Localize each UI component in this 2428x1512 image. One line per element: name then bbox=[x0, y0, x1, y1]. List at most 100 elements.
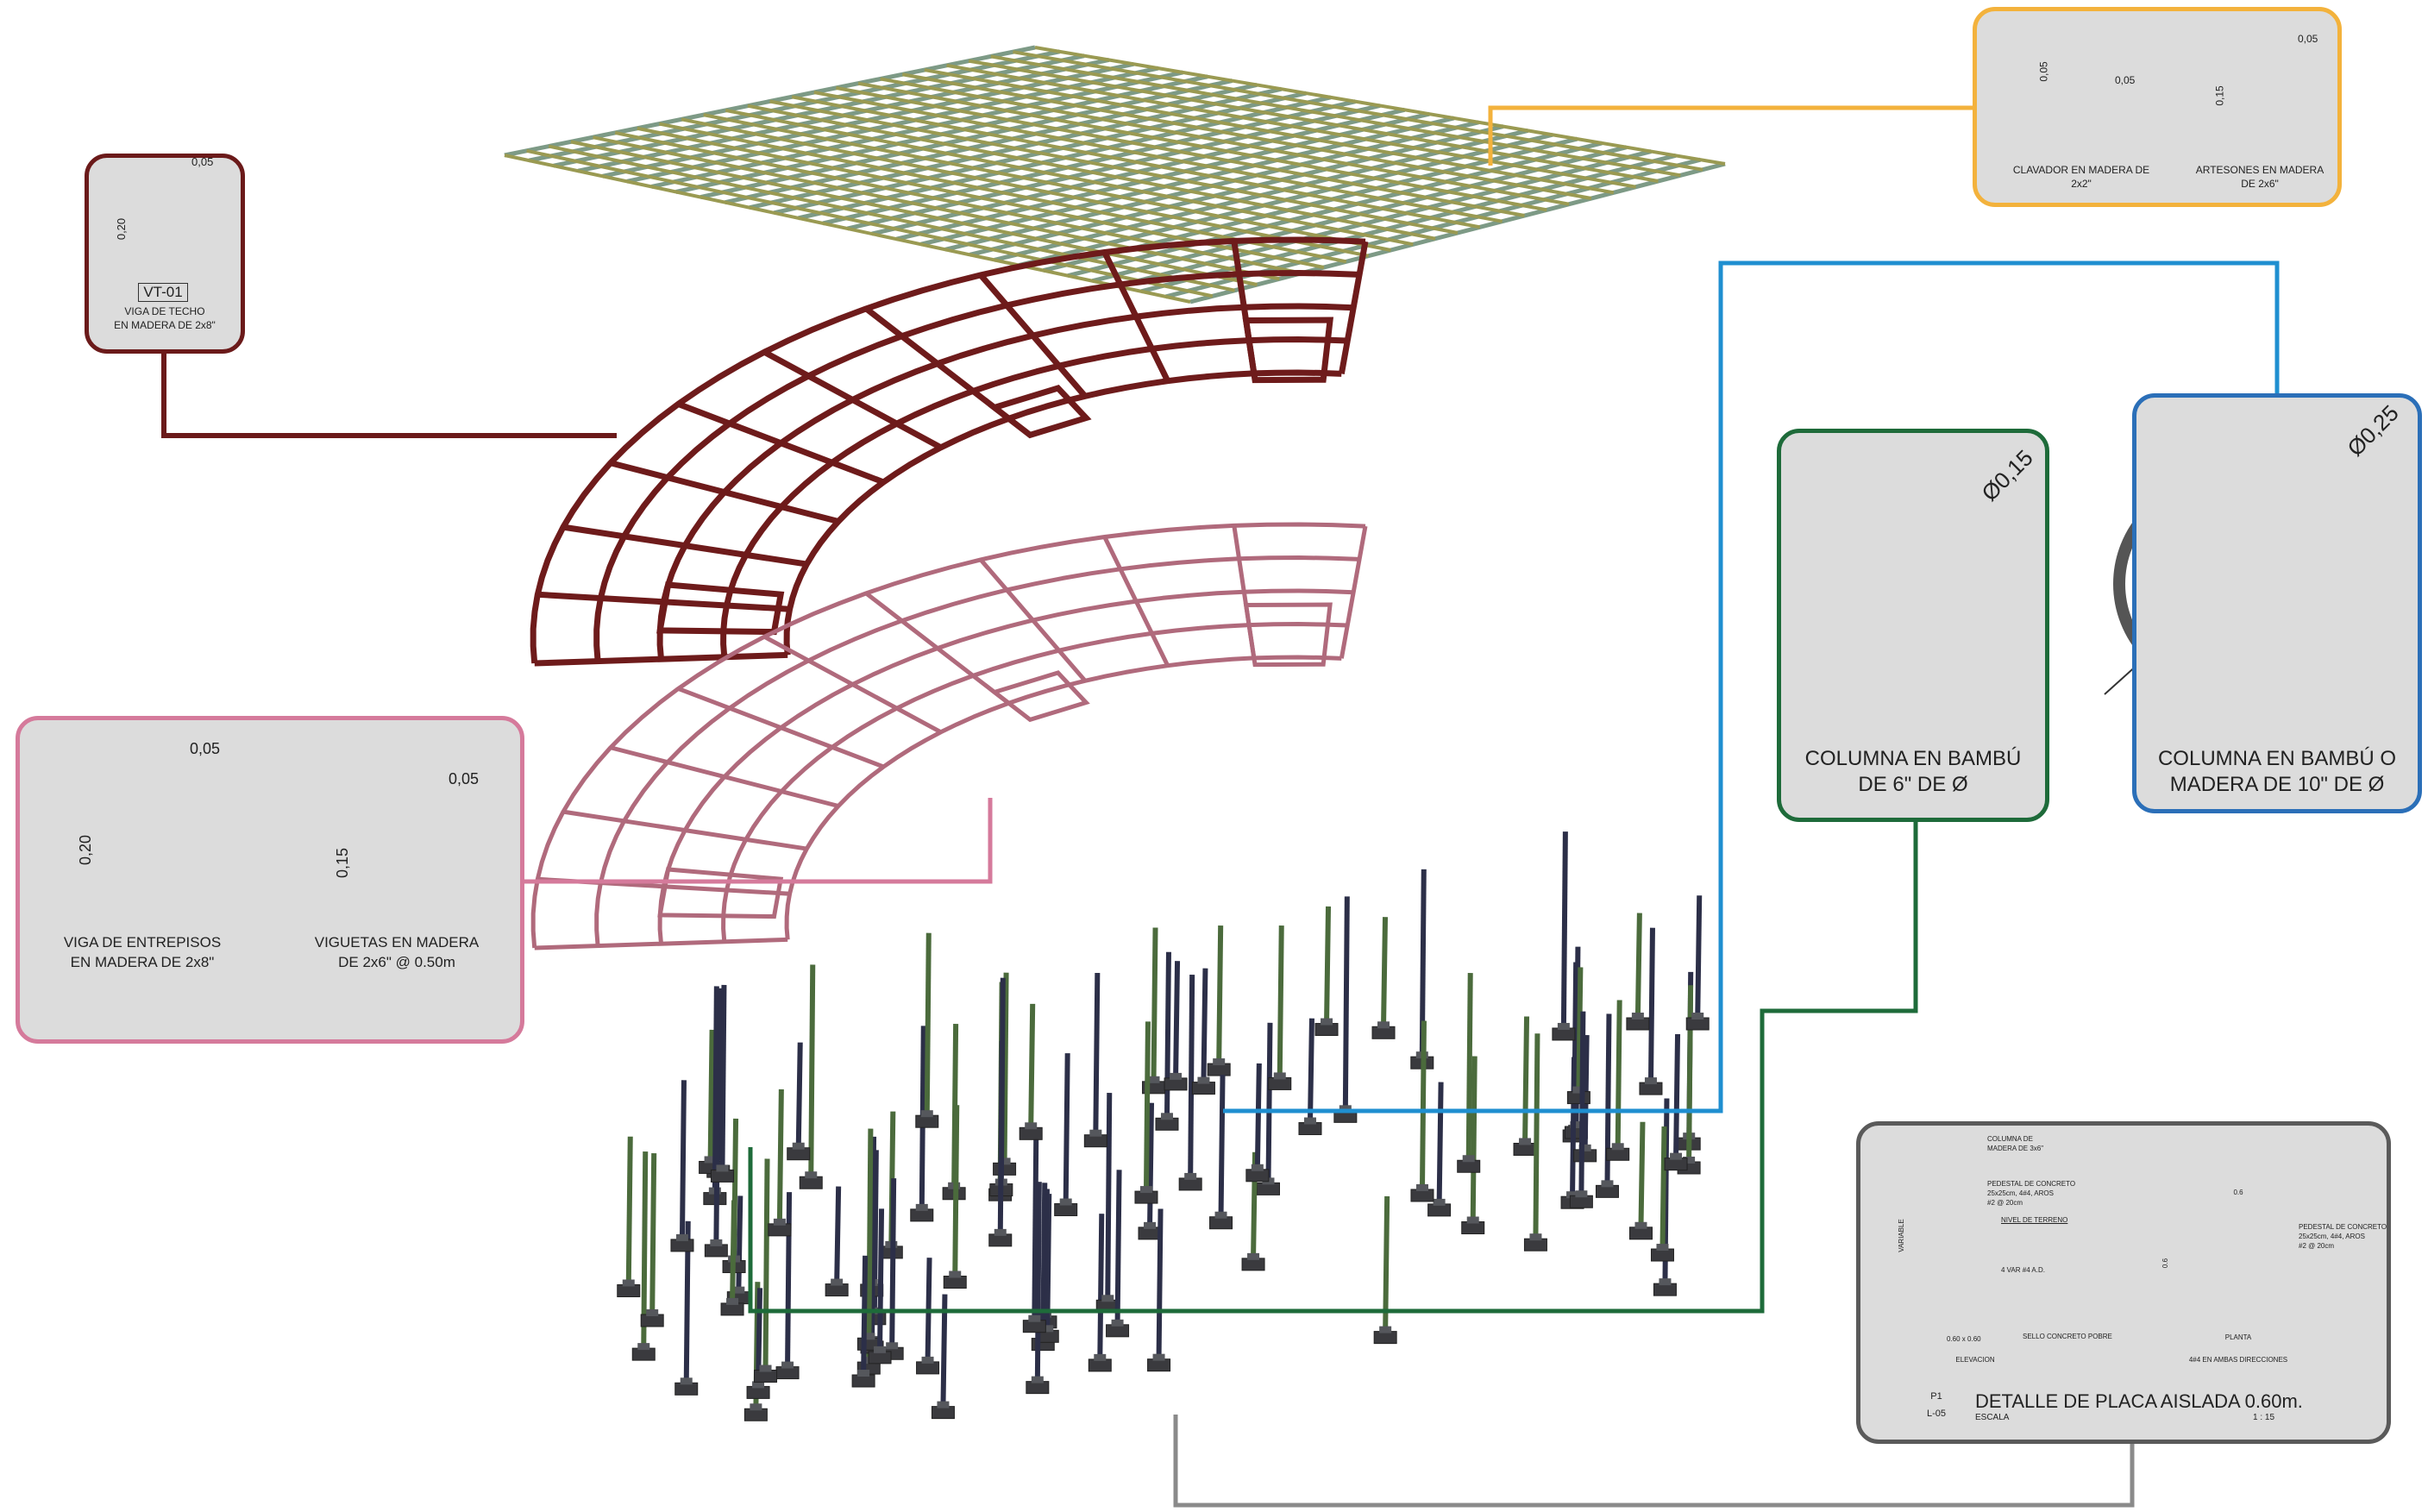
column-pedestal bbox=[1683, 1156, 1696, 1164]
floor-beam-dim-height: 0,20 bbox=[77, 834, 95, 866]
floor-beam-bay bbox=[989, 670, 1090, 723]
column-footing bbox=[1653, 1283, 1677, 1296]
column-post bbox=[1277, 925, 1284, 1078]
footing-caption-plan-sub: 4#4 EN AMBAS DIRECCIONES bbox=[2188, 1356, 2288, 1364]
column-footing bbox=[1026, 1381, 1050, 1395]
rafter-line bbox=[570, 140, 1258, 286]
column-pedestal bbox=[752, 1381, 765, 1389]
column-post bbox=[869, 1136, 877, 1341]
rafter-line bbox=[526, 148, 1214, 298]
column-footing bbox=[1245, 1169, 1270, 1183]
column-footing bbox=[1373, 1331, 1397, 1345]
rafter-line bbox=[681, 117, 1370, 258]
column-pedestal bbox=[1251, 1164, 1264, 1171]
column-pedestal bbox=[1197, 1076, 1210, 1084]
column-post bbox=[1063, 1053, 1070, 1204]
column-pedestal bbox=[1031, 1376, 1044, 1383]
column-footing bbox=[1134, 1190, 1158, 1204]
column-pedestal bbox=[1578, 1144, 1591, 1151]
column-post bbox=[1265, 1022, 1273, 1183]
footing-note-seal: SELLO CONCRETO POBRE bbox=[2023, 1333, 2112, 1340]
column-footing bbox=[670, 1239, 694, 1252]
floor-beam-bay bbox=[1243, 602, 1333, 668]
column-post bbox=[1032, 1129, 1039, 1321]
column-post bbox=[795, 1042, 803, 1148]
roof-beam-tag: VT-01 bbox=[138, 283, 188, 302]
column-footing bbox=[704, 1244, 728, 1258]
column-footing bbox=[1371, 1026, 1396, 1039]
column-post bbox=[1028, 1003, 1036, 1128]
column-footing bbox=[1523, 1238, 1547, 1252]
purlin-right-label-2: DE 2x6" bbox=[2241, 178, 2279, 190]
column-footing bbox=[1685, 1017, 1710, 1031]
column-pedestal bbox=[710, 1239, 723, 1246]
column-pedestal bbox=[1575, 1190, 1588, 1198]
roof-beam-cross bbox=[864, 306, 1011, 422]
column-pedestal bbox=[1321, 1018, 1333, 1026]
footing-plan-note-1: PEDESTAL DE CONCRETO bbox=[2299, 1223, 2387, 1231]
column-footing bbox=[640, 1314, 664, 1327]
roof-beam-bay bbox=[1242, 317, 1334, 384]
roof-beam-cross bbox=[562, 524, 807, 568]
column-post bbox=[1634, 913, 1642, 1019]
column-footing bbox=[1207, 1063, 1231, 1076]
column-footing bbox=[1569, 1195, 1593, 1208]
column-post bbox=[866, 1128, 874, 1339]
column-pedestal bbox=[759, 1365, 772, 1372]
footing-note-terrain: NIVEL DE TERRENO bbox=[2001, 1216, 2068, 1224]
rafter-line bbox=[968, 59, 1659, 183]
column-pedestal bbox=[1566, 1191, 1579, 1199]
purlin-left-label-1: CLAVADOR EN MADERA DE bbox=[2012, 164, 2150, 176]
column-footing bbox=[710, 1169, 734, 1183]
column-pedestal bbox=[831, 1278, 844, 1286]
rafter-line bbox=[747, 104, 1436, 241]
column-footing bbox=[1595, 1184, 1619, 1198]
column-footing bbox=[1461, 1221, 1485, 1235]
column-pedestal bbox=[920, 1110, 933, 1118]
column-footing bbox=[743, 1408, 768, 1421]
column-footing bbox=[1155, 1117, 1179, 1131]
column-footing bbox=[768, 1223, 792, 1237]
column-footing bbox=[1054, 1203, 1078, 1217]
column-pedestal bbox=[792, 1142, 805, 1150]
column-post bbox=[776, 1089, 784, 1224]
column-post bbox=[997, 1040, 1005, 1234]
column-post bbox=[889, 1178, 897, 1348]
column-footing bbox=[916, 1361, 940, 1375]
column-footing bbox=[1427, 1203, 1452, 1217]
column-footing bbox=[1106, 1324, 1130, 1338]
rafter-line bbox=[614, 130, 1302, 275]
column-pedestal bbox=[857, 1370, 870, 1377]
column-footing bbox=[754, 1370, 778, 1383]
rafter-line bbox=[836, 85, 1525, 217]
column-footing bbox=[1147, 1358, 1171, 1372]
column-footing bbox=[720, 1302, 744, 1316]
column-pedestal bbox=[622, 1279, 635, 1287]
column-footing bbox=[988, 1233, 1013, 1247]
roof-beam-label-1: VIGA DE TECHO bbox=[124, 305, 205, 317]
column-footing bbox=[915, 1114, 939, 1128]
column-post bbox=[1570, 1057, 1578, 1197]
column-pedestal bbox=[1147, 1076, 1160, 1083]
rafter-line bbox=[769, 99, 1459, 235]
floor-beam-label-2: EN MADERA DE 2x8" bbox=[70, 954, 215, 970]
floor-beam-bay bbox=[657, 867, 784, 919]
column-footing bbox=[746, 1385, 770, 1399]
column-post bbox=[808, 964, 816, 1177]
column-pedestal bbox=[1656, 1244, 1669, 1252]
column-post bbox=[952, 1105, 960, 1277]
column-pedestal bbox=[1101, 1295, 1114, 1302]
column-pedestal bbox=[863, 1333, 875, 1340]
column-footing bbox=[1573, 1149, 1597, 1163]
footing-note-bars: 4 VAR #4 A.D. bbox=[2001, 1266, 2045, 1274]
column-post bbox=[861, 1255, 869, 1376]
columns-field bbox=[617, 831, 1710, 1421]
roof-purlins-detail-panel bbox=[1973, 7, 2342, 207]
column-pedestal bbox=[1519, 1138, 1532, 1145]
column-post bbox=[1342, 896, 1350, 1111]
column-post bbox=[877, 1208, 885, 1352]
column-pedestal bbox=[1557, 1022, 1570, 1030]
bamboo-6-label-1: COLUMNA EN BAMBÚ bbox=[1804, 747, 2022, 770]
footing-scale-label: ESCALA bbox=[1975, 1413, 2010, 1422]
column-post bbox=[1164, 951, 1171, 1119]
